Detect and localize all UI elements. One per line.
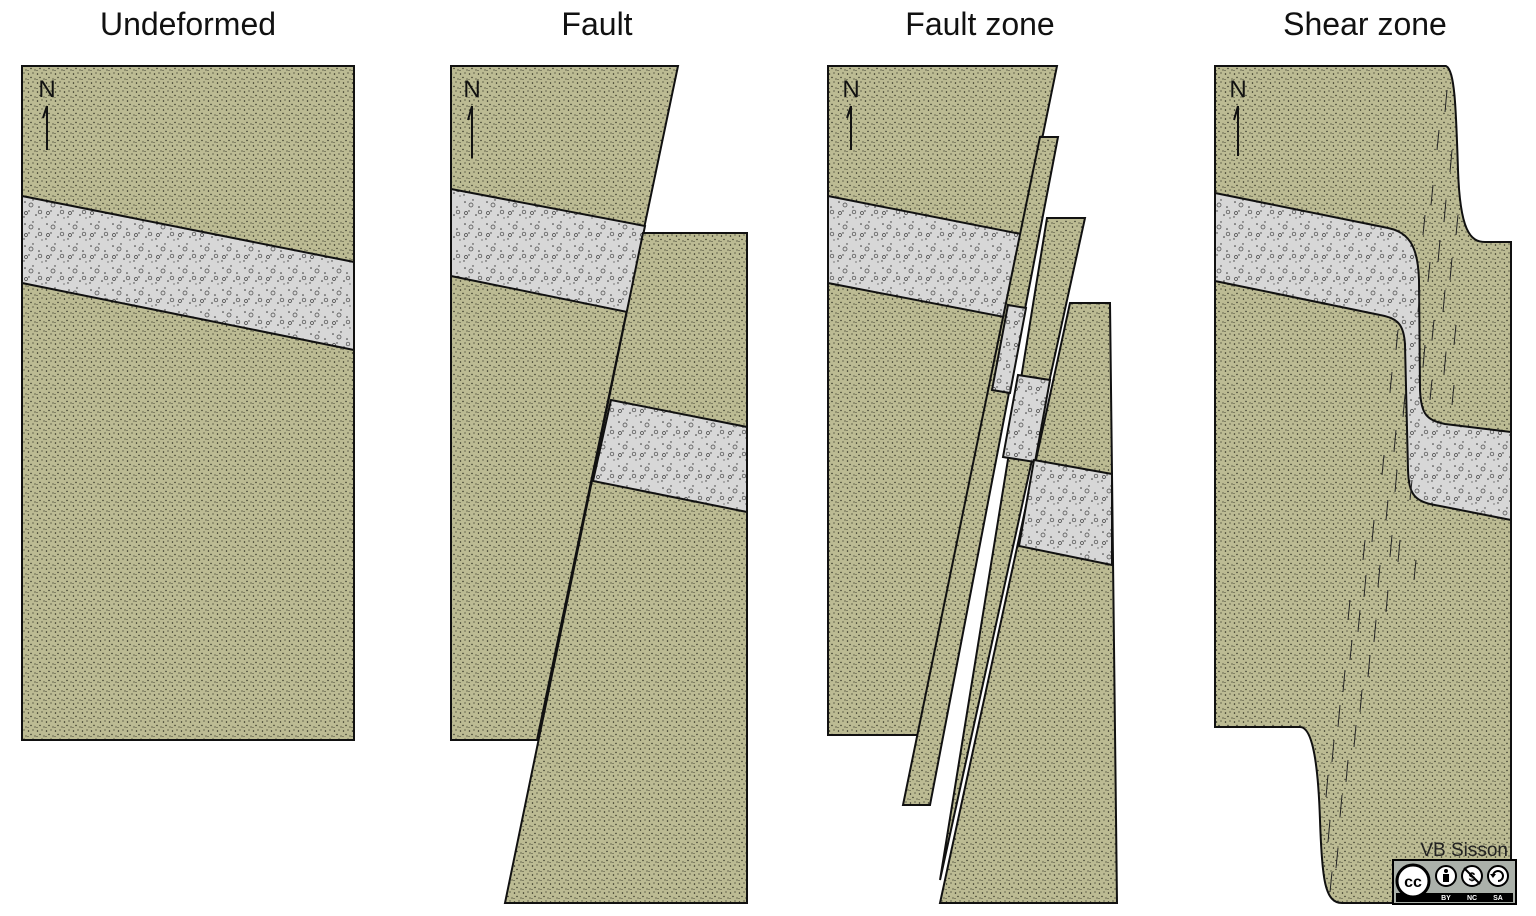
north-arrow-icon	[846, 105, 852, 150]
panel-title: Fault zone	[905, 6, 1054, 42]
nc-icon: $	[1461, 865, 1483, 887]
north-label: N	[38, 76, 55, 103]
panel-undeformed: Undeformed N	[21, 6, 355, 741]
layer-band-d	[1017, 458, 1113, 567]
layer-band	[21, 194, 355, 352]
panel-fault-zone: Fault zone N	[827, 6, 1119, 904]
north-arrow-icon	[42, 105, 48, 150]
shear-foliation	[1325, 89, 1459, 893]
sa-label: SA	[1493, 895, 1503, 902]
north-arrow: N	[463, 76, 481, 158]
north-label: N	[463, 76, 480, 103]
cc-license-badge: cc $ BY NC SA	[1392, 859, 1517, 905]
sa-icon	[1487, 865, 1509, 887]
north-arrow-icon	[1233, 105, 1239, 156]
north-label: N	[1229, 76, 1246, 103]
north-arrow-icon	[467, 105, 473, 158]
panel-shear-zone: Shear zone N	[1214, 6, 1512, 904]
cc-icon: cc	[1395, 863, 1431, 899]
svg-text:cc: cc	[1404, 874, 1422, 891]
fault-zone-block-d	[938, 302, 1119, 904]
fault-east-block	[503, 232, 748, 904]
north-arrow: N	[38, 76, 56, 150]
by-label: BY	[1441, 895, 1451, 902]
north-arrow: N	[1229, 76, 1247, 156]
layer-band-b	[990, 303, 1028, 395]
host-rock-block	[21, 65, 355, 741]
north-label: N	[842, 76, 859, 103]
credit-block: VB Sisson cc $ BY	[1392, 840, 1517, 905]
layer-band-sheared	[1214, 191, 1512, 522]
by-icon	[1435, 865, 1457, 887]
fault-zone-sliver-b	[901, 136, 1060, 806]
panel-fault: Fault N	[450, 6, 748, 904]
author-credit: VB Sisson	[1420, 840, 1508, 861]
north-arrow: N	[842, 76, 860, 150]
nc-label: NC	[1467, 895, 1477, 902]
panel-title: Undeformed	[100, 6, 276, 42]
panel-title: Shear zone	[1283, 6, 1447, 42]
panel-title: Fault	[561, 6, 632, 42]
layer-band-east	[591, 398, 748, 514]
